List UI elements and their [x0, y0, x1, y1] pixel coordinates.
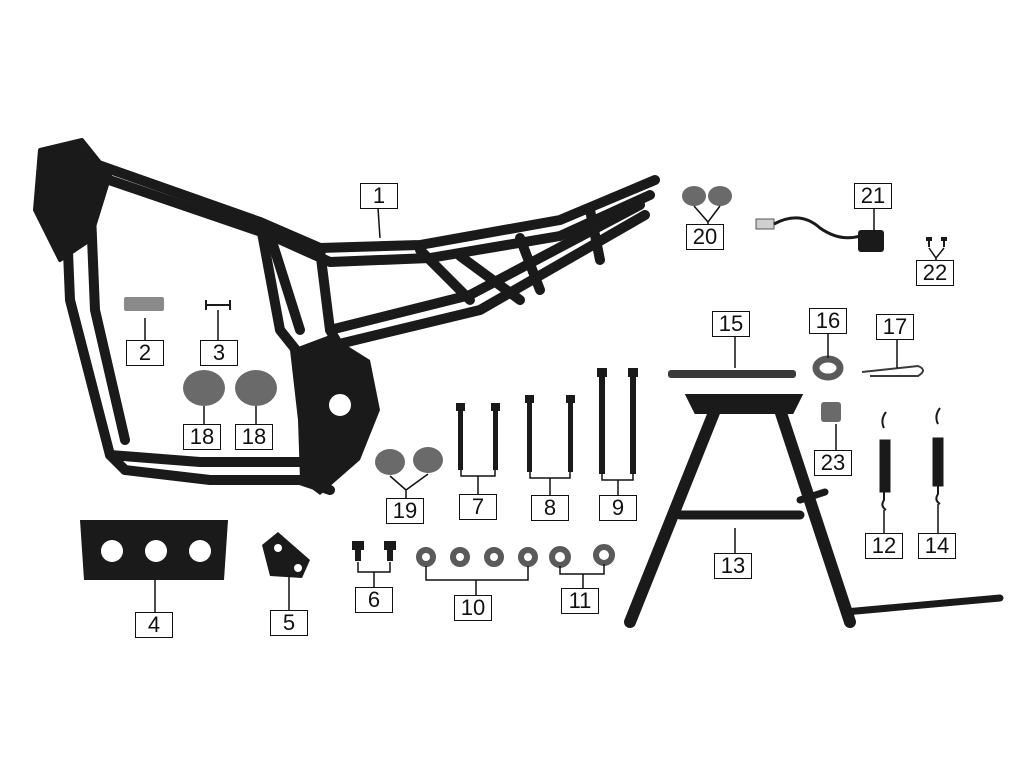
rubber-cap-part [682, 186, 706, 206]
frame-pivot-hole [323, 388, 357, 422]
callout-12: 12 [865, 533, 903, 559]
callout-8: 8 [531, 495, 569, 521]
rubber-block-part [821, 402, 841, 422]
callout-21: 21 [854, 183, 892, 209]
washer-part [812, 355, 844, 381]
callout-6: 6 [355, 587, 393, 613]
callout-3: 3 [200, 340, 238, 366]
callout-7: 7 [459, 494, 497, 520]
clip-part [205, 300, 231, 310]
rubber-cap-part [413, 447, 443, 473]
callout-5: 5 [270, 610, 308, 636]
callout-10: 10 [454, 595, 492, 621]
callout-4: 4 [135, 612, 173, 638]
shaft-part [668, 370, 796, 378]
short-bolt-part [352, 541, 396, 561]
rubber-cap-part [375, 449, 405, 475]
switch-with-cable-part [755, 216, 884, 252]
rubber-cap-part [183, 370, 225, 406]
plate-part [124, 297, 164, 311]
callout-11: 11 [561, 588, 599, 614]
callout-1: 1 [360, 183, 398, 209]
cotter-pin-part [861, 364, 924, 377]
callout-18-left: 18 [183, 424, 221, 450]
callout-17: 17 [876, 314, 914, 340]
mounting-plate-part [262, 532, 310, 578]
bracket-plate-part [80, 520, 228, 580]
callout-20: 20 [686, 224, 724, 250]
callout-18-right: 18 [235, 424, 273, 450]
rubber-cap-part [235, 370, 277, 406]
rubber-cap-part [708, 186, 732, 206]
callout-22: 22 [916, 260, 954, 286]
callout-14: 14 [918, 533, 956, 559]
washer-part [416, 544, 615, 568]
screw-part [926, 237, 947, 247]
center-stand-part [624, 394, 1004, 628]
callout-2: 2 [126, 340, 164, 366]
callout-9: 9 [599, 495, 637, 521]
callout-13: 13 [714, 553, 752, 579]
callout-16: 16 [809, 308, 847, 334]
callout-15: 15 [712, 311, 750, 337]
callout-23: 23 [814, 450, 852, 476]
spring-part [879, 407, 944, 511]
callout-19: 19 [386, 498, 424, 524]
bolt-part [456, 368, 638, 474]
